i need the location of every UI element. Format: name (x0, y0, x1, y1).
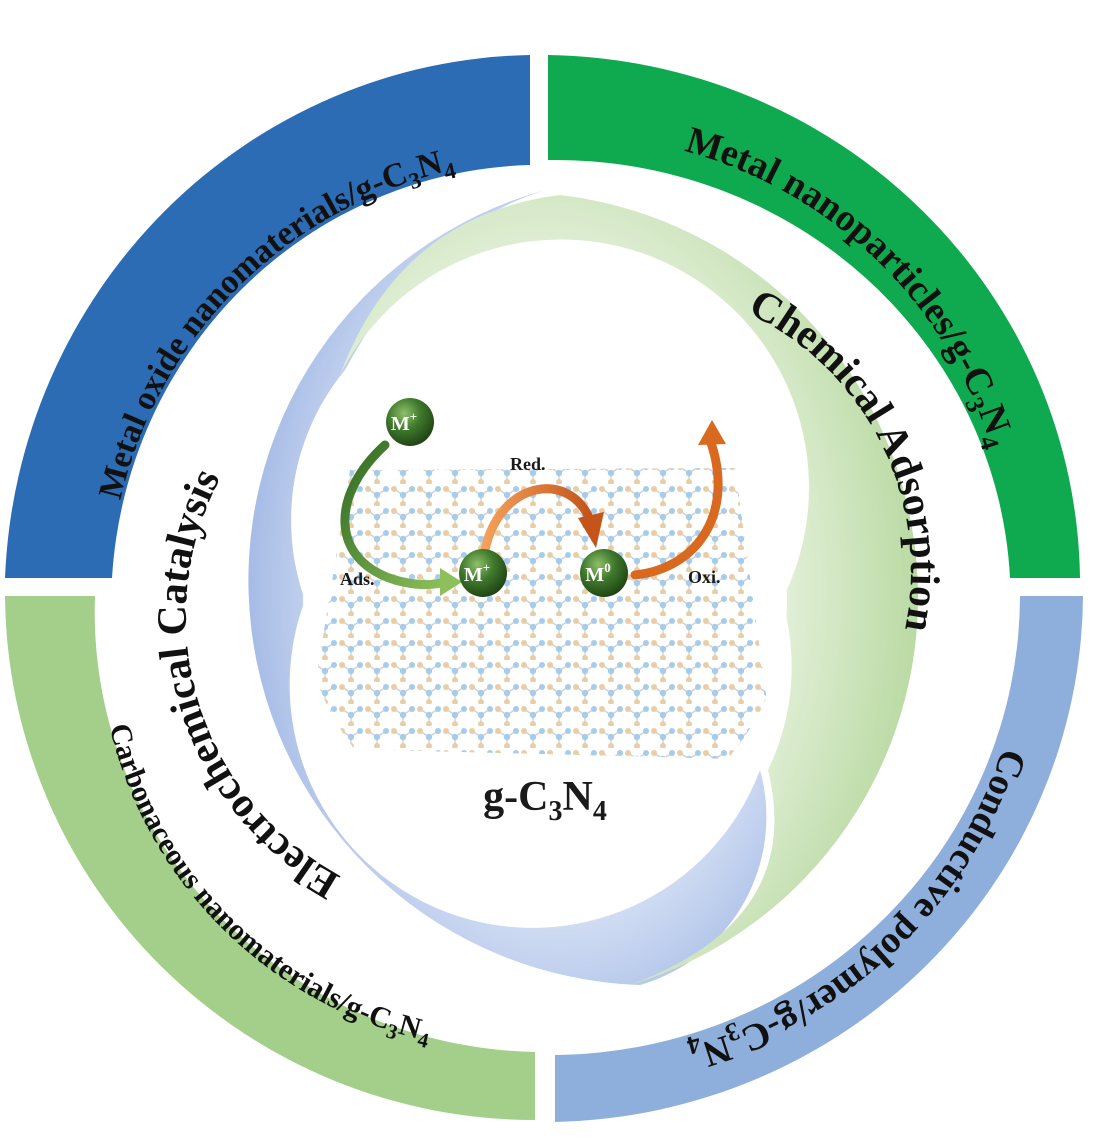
label-red: Red. (510, 454, 546, 474)
svg-text:M+: M+ (464, 560, 490, 586)
outer-segment-bottom-left (5, 596, 535, 1120)
svg-text:M0: M0 (585, 560, 610, 586)
label-ads: Ads. (340, 569, 375, 589)
outer-segment-top-right (548, 55, 1080, 578)
metal-ion-free-orb: M+ (386, 398, 434, 446)
outer-segment-top-left (5, 55, 530, 578)
center-title-gc3n4: g-C3N4 (483, 774, 607, 827)
reduction-arrow (480, 484, 604, 555)
adsorption-arrow (340, 440, 462, 596)
metal-zero-orb: M0 (580, 549, 628, 597)
metal-ion-adsorbed-orb: M+ (459, 549, 507, 597)
svg-text:M+: M+ (391, 409, 417, 435)
gc3n4-lattice-sheet (305, 468, 775, 760)
middle-band-electrochemical (248, 190, 767, 985)
oxidation-arrow (630, 420, 726, 580)
label-oxi: Oxi. (688, 567, 721, 587)
outer-segment-bottom-right (555, 596, 1083, 1122)
middle-band-adsorption (340, 195, 919, 985)
